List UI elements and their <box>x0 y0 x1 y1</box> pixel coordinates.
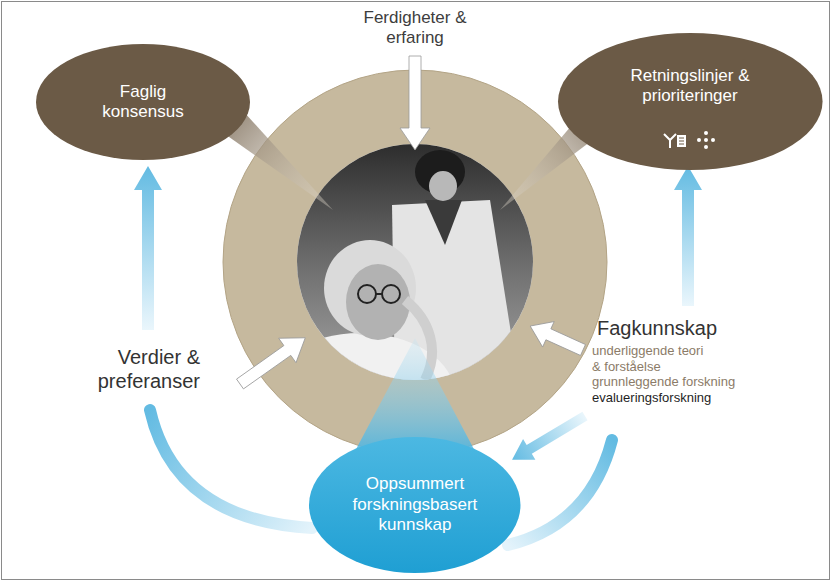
text-label: underliggende teori & forståelse <box>592 343 710 374</box>
node-text-holder: Oppsummert forskningsbasert kunnskap <box>349 474 481 535</box>
node-label: Oppsummert forskningsbasert kunnskap <box>349 474 481 535</box>
text-label: Verdier & preferanser <box>70 345 200 393</box>
blue-arrow <box>674 166 702 306</box>
ellipse-node: Retningslinjer & prioriteringer <box>558 33 823 170</box>
ellipse-node: Faglig konsensus <box>36 44 250 160</box>
text-label: Ferdigheter & erfaring <box>355 8 475 49</box>
node-label: Faglig konsensus <box>93 82 193 123</box>
node-label: Retningslinjer & prioriteringer <box>615 66 765 107</box>
input-arrow <box>524 313 588 362</box>
priority-icon <box>697 131 715 149</box>
node-text-holder: Faglig konsensus <box>93 82 193 123</box>
text-label: Fagkunnskap <box>597 316 717 340</box>
ellipse-outline <box>36 44 250 160</box>
ellipse-outline <box>309 437 520 573</box>
text-label: grunnleggende forskning <box>592 374 735 390</box>
ellipse-node: Oppsummert forskningsbasert kunnskap <box>309 437 520 573</box>
text-label: evalueringsforskning <box>592 390 711 406</box>
blue-arrow <box>506 406 591 470</box>
blue-arc <box>508 440 612 545</box>
guideline-icon <box>664 134 686 148</box>
input-arrow <box>231 326 314 397</box>
node-text-holder: Retningslinjer & prioriteringer <box>615 66 765 107</box>
blue-arrow <box>134 166 162 330</box>
blue-arc <box>150 410 312 528</box>
ellipse-outline <box>558 33 823 170</box>
input-arrow <box>400 56 430 150</box>
